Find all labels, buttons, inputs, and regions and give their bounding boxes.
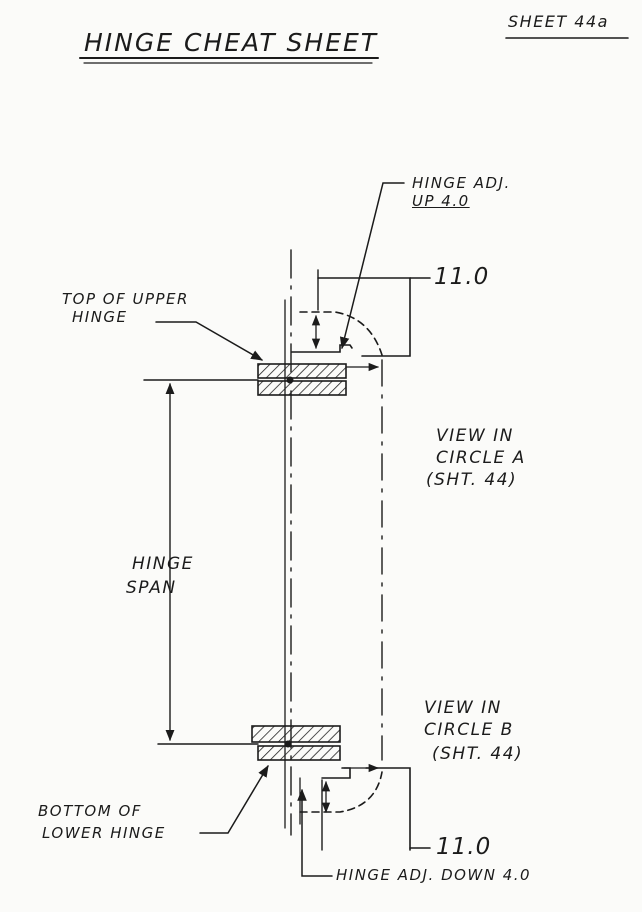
hinge-span-label: HINGE — [132, 554, 194, 574]
title-underline — [79, 57, 379, 64]
view-circle-a-label-2: CIRCLE A — [436, 448, 526, 468]
sheet-number: SHEET 44a — [508, 12, 609, 31]
hinge-adj-up-label: HINGE ADJ. — [412, 174, 511, 192]
hinge-adj-up-value: UP 4.0 — [412, 192, 470, 210]
view-circle-b-label: VIEW IN — [424, 698, 502, 718]
top-of-upper-hinge-label: TOP OF UPPER — [62, 290, 189, 308]
bottom-of-lower-hinge-label-2: LOWER HINGE — [42, 824, 166, 842]
lower-hinge — [251, 725, 341, 761]
view-circle-a-label: VIEW IN — [436, 426, 514, 446]
hinge-span-label-2: SPAN — [126, 578, 177, 598]
bottom-of-lower-hinge-label: BOTTOM OF — [38, 802, 142, 820]
page-title: HINGE CHEAT SHEET — [84, 28, 379, 57]
upper-hinge — [257, 363, 347, 396]
bottom-dimension-label: 11.0 — [436, 834, 492, 860]
hinge-adj-down-label: HINGE ADJ. DOWN 4.0 — [336, 866, 532, 884]
view-circle-a-ref: (SHT. 44) — [426, 470, 518, 490]
top-dimension-label: 11.0 — [434, 264, 490, 290]
view-circle-b-label-2: CIRCLE B — [424, 720, 514, 740]
view-circle-b-ref: (SHT. 44) — [432, 744, 524, 764]
top-of-upper-hinge-label-2: HINGE — [72, 308, 128, 326]
